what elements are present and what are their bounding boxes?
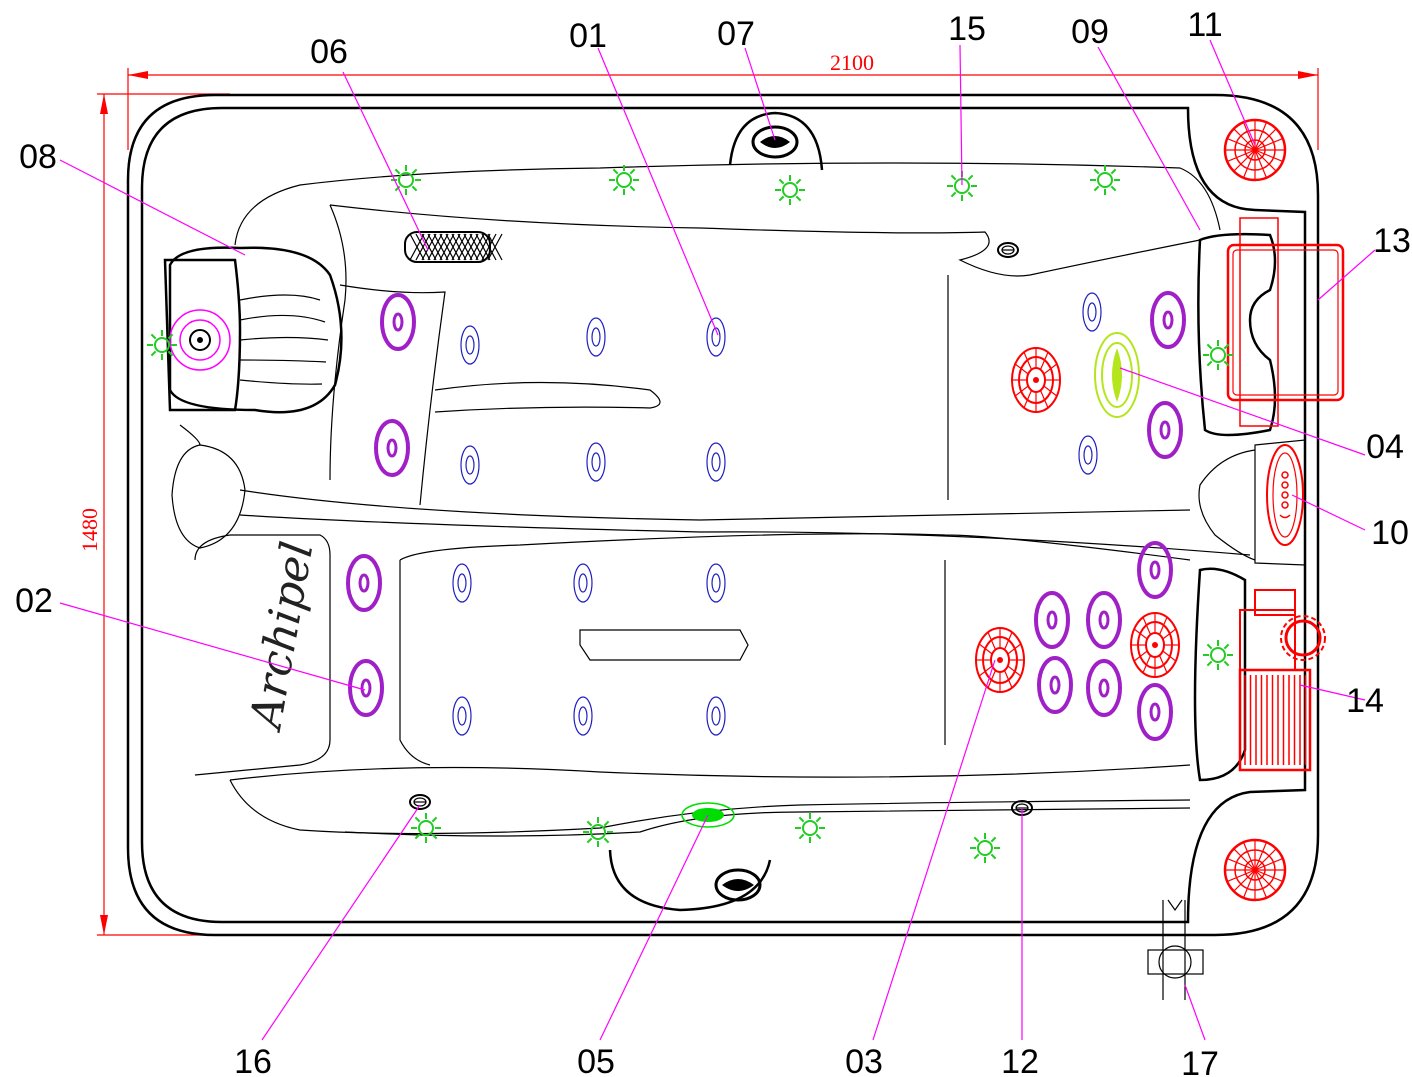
cover-lifter-icon (1226, 217, 1345, 427)
small-jet-icon (452, 696, 472, 736)
large-jet-icon (1150, 291, 1186, 349)
drain-icon (409, 794, 431, 810)
large-jet-icon (1086, 659, 1122, 717)
small-jet-icon (452, 563, 472, 603)
large-jet-icon (1086, 591, 1122, 649)
brand-logo-text: Archipel (240, 538, 324, 736)
speaker-icon (728, 111, 824, 171)
small-jet-icon (706, 696, 726, 736)
light-star-icon (147, 330, 177, 360)
waterfall-icon (1094, 332, 1140, 418)
leader-lines (59, 39, 1376, 1041)
callout-09: 09 (1071, 13, 1109, 51)
callout-01: 01 (569, 17, 607, 55)
pump-icon (1193, 567, 1326, 782)
corner-rotary-icon (1223, 838, 1287, 902)
drain-icon (997, 242, 1019, 258)
large-jet-icon (346, 554, 382, 612)
right-headrest (1197, 232, 1277, 437)
large-jet-icon (380, 293, 416, 351)
callout-11: 11 (1187, 6, 1222, 44)
large-jet-icon (1137, 683, 1173, 741)
valve-icon (1147, 899, 1204, 1000)
callout-labels: 01 02 03 04 05 06 07 08 09 10 11 12 13 1… (15, 6, 1411, 1077)
callout-12: 12 (1001, 1043, 1039, 1077)
light-star-icon (391, 165, 421, 195)
callout-05: 05 (577, 1043, 615, 1077)
light-star-icon (1203, 340, 1233, 370)
control-panel-icon (1254, 439, 1306, 566)
large-jet-icon (1147, 401, 1183, 459)
large-jet-icon (348, 659, 384, 717)
small-jet-icon (1082, 292, 1102, 332)
corner-rotary-icon (1223, 118, 1287, 182)
large-jet-icon (374, 419, 410, 477)
callout-02: 02 (15, 582, 53, 620)
callout-16: 16 (234, 1043, 272, 1077)
upper-seating (234, 162, 1251, 556)
small-jet-icon (573, 563, 593, 603)
rotary-jet-icon (1130, 612, 1180, 678)
large-jet-icon (1034, 591, 1070, 649)
light-star-icon (970, 833, 1000, 863)
width-label: 2100 (830, 50, 874, 75)
callout-08: 08 (19, 138, 57, 176)
callout-13: 13 (1373, 222, 1411, 260)
callout-17: 17 (1181, 1045, 1219, 1077)
filter-skimmer-icon (404, 231, 503, 263)
small-jet-icon (586, 442, 606, 482)
light-star-icon (411, 813, 441, 843)
small-jet-icon (706, 317, 726, 357)
small-jet-icon (706, 442, 726, 482)
light-star-icon (795, 813, 825, 843)
spa-shell (126, 93, 1320, 937)
light-star-icon (775, 175, 805, 205)
callout-15: 15 (948, 10, 986, 48)
large-jet-icon (1137, 541, 1173, 599)
small-jet-icon (706, 563, 726, 603)
small-jet-icon (460, 325, 480, 365)
callout-04: 04 (1366, 428, 1404, 466)
rotary-jet-icon (975, 627, 1025, 693)
right-step (1198, 449, 1256, 561)
light-star-icon (609, 165, 639, 195)
brand-logo: Archipel (240, 538, 324, 736)
height-label: 1480 (77, 508, 102, 552)
speaker-icon (608, 849, 772, 912)
small-jet-icon (1078, 435, 1098, 475)
small-jet-icon (573, 696, 593, 736)
small-jet-icon (586, 317, 606, 357)
large-jet-icon (1037, 656, 1073, 714)
rotary-jet-icon (1011, 347, 1061, 413)
callout-14: 14 (1346, 682, 1384, 720)
headrest-icon (163, 246, 343, 414)
small-jet-icon (460, 445, 480, 485)
light-star-icon (1090, 165, 1120, 195)
callout-07: 07 (717, 15, 755, 53)
width-dimension: 2100 (127, 50, 1319, 150)
callout-03: 03 (845, 1043, 883, 1077)
light-star-icon (1203, 640, 1233, 670)
height-dimension: 1480 (77, 93, 230, 936)
callout-10: 10 (1371, 514, 1409, 552)
light-star-icon (583, 817, 613, 847)
callout-06: 06 (310, 33, 348, 71)
left-step (171, 424, 246, 549)
